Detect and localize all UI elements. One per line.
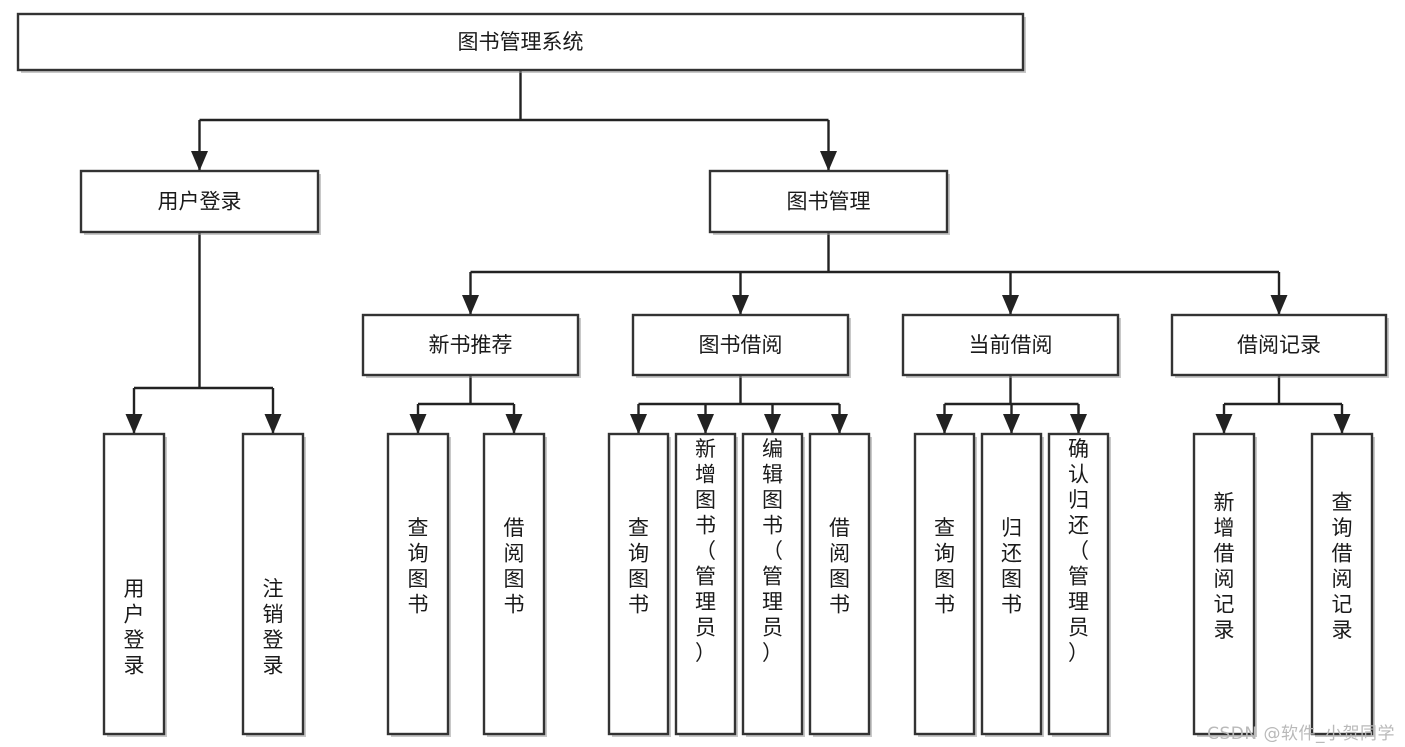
connector-layer	[125, 70, 1351, 434]
watermark-text: CSDN @软件_小贺同学	[1207, 724, 1395, 744]
arrow-head-icon	[505, 414, 523, 434]
node-label: 用户登录	[124, 577, 145, 678]
node-current-borrow[interactable]: 当前借阅	[901, 313, 1121, 378]
node-leaf-query-book-1[interactable]: 查询图书	[386, 432, 451, 737]
arrow-head-icon	[125, 414, 143, 434]
node-leaf-confirm-return[interactable]: 确认归还（管理员）	[1047, 432, 1111, 737]
node-leaf-add-book[interactable]: 新增图书（管理员）	[674, 432, 738, 737]
arrow-head-icon	[820, 151, 837, 171]
node-root-system[interactable]: 图书管理系统	[16, 12, 1026, 73]
arrow-head-icon	[1215, 414, 1233, 434]
node-label: 新增借阅记录	[1214, 491, 1235, 643]
node-label: 查询图书	[408, 516, 429, 617]
node-leaf-user-login[interactable]: 用户登录	[102, 432, 167, 737]
arrow-head-icon	[191, 151, 208, 171]
arrow-head-icon	[462, 295, 479, 315]
node-label: 查询借阅记录	[1332, 491, 1353, 643]
arrow-head-icon	[1070, 414, 1087, 434]
arrow-head-icon	[697, 414, 714, 434]
node-leaf-query-record[interactable]: 查询借阅记录	[1310, 432, 1375, 737]
node-label: 图书管理系统	[458, 30, 584, 54]
node-label: 查询图书	[628, 516, 649, 617]
arrow-head-icon	[831, 414, 848, 434]
arrow-head-icon	[630, 414, 647, 434]
arrow-head-icon	[936, 414, 953, 434]
node-leaf-borrow-book-1[interactable]: 借阅图书	[482, 432, 547, 737]
node-label: 当前借阅	[969, 333, 1053, 357]
node-new-book-recommend[interactable]: 新书推荐	[361, 313, 581, 378]
node-book-borrow[interactable]: 图书借阅	[631, 313, 851, 378]
node-label: 注销登录	[263, 577, 284, 678]
node-label: 借阅图书	[504, 516, 525, 617]
node-label: 图书借阅	[699, 333, 783, 357]
node-leaf-borrow-book-2[interactable]: 借阅图书	[808, 432, 872, 737]
arrow-head-icon	[409, 414, 427, 434]
node-leaf-query-book-3[interactable]: 查询图书	[913, 432, 977, 737]
arrow-head-icon	[1333, 414, 1351, 434]
node-label: 用户登录	[158, 190, 242, 214]
node-label: 借阅记录	[1237, 333, 1321, 357]
node-book-manage[interactable]: 图书管理	[708, 169, 950, 235]
node-label: 借阅图书	[829, 516, 850, 617]
node-label: 查询图书	[934, 516, 955, 617]
node-label: 新增图书（管理员）	[695, 437, 716, 665]
node-leaf-logout[interactable]: 注销登录	[241, 432, 306, 737]
arrow-head-icon	[764, 414, 781, 434]
node-label: 新书推荐	[429, 333, 513, 357]
node-leaf-return-book[interactable]: 归还图书	[980, 432, 1044, 737]
node-leaf-query-book-2[interactable]: 查询图书	[607, 432, 671, 737]
arrow-head-icon	[1002, 295, 1019, 315]
node-layer: 图书管理系统用户登录图书管理新书推荐图书借阅当前借阅借阅记录用户登录注销登录查询…	[16, 12, 1389, 737]
node-borrow-record[interactable]: 借阅记录	[1170, 313, 1389, 378]
node-label: 编辑图书（管理员）	[762, 437, 783, 665]
node-label: 归还图书	[1001, 516, 1022, 617]
arrow-head-icon	[732, 295, 749, 315]
arrow-head-icon	[1003, 414, 1020, 434]
node-label: 图书管理	[787, 190, 871, 214]
arrow-head-icon	[1270, 295, 1288, 315]
node-label: 确认归还（管理员）	[1068, 437, 1089, 665]
node-leaf-edit-book[interactable]: 编辑图书（管理员）	[741, 432, 805, 737]
node-user-login[interactable]: 用户登录	[79, 169, 321, 235]
arrow-head-icon	[264, 414, 282, 434]
node-leaf-add-record[interactable]: 新增借阅记录	[1192, 432, 1257, 737]
